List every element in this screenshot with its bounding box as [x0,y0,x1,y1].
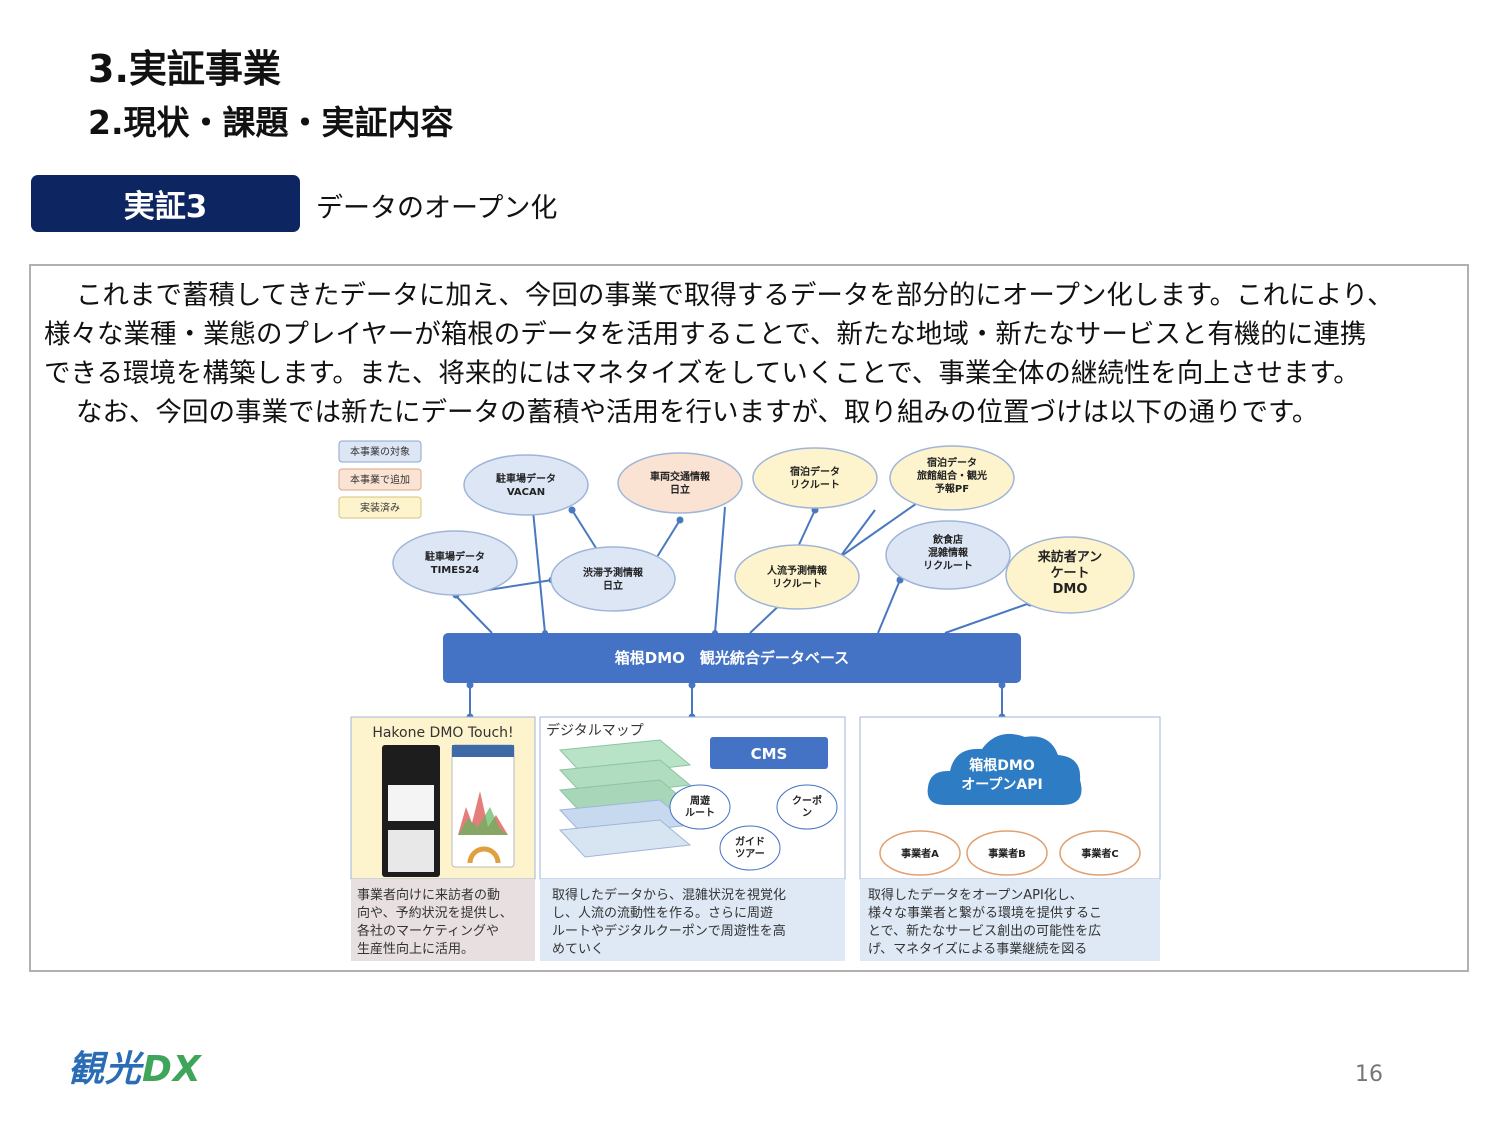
svg-text:リクルート: リクルート [790,479,840,491]
page-subtitle: 2.現状・課題・実証内容 [88,103,454,142]
section-badge: 実証3 [31,175,300,232]
legend-added: 本事業で追加 [350,473,410,486]
operator-c [1059,830,1141,876]
svg-text:周遊: 周遊 [690,794,710,807]
svg-text:ン: ン [802,808,812,819]
svg-text:飲食店: 飲食店 [932,533,963,546]
svg-text:DMO: DMO [1053,582,1088,597]
svg-text:駐車場データ: 駐車場データ [496,472,556,485]
node-lodging-recruit: 宿泊データ リクルート [752,447,878,509]
operator-b [966,830,1048,876]
panel-dmo-touch: Hakone DMO Touch! 事業者向けに来訪者の動 向や、予約状況を提供… [350,716,536,961]
panel-digital-map: デジタルマップ CMS 周遊 ルート クーポ ン ガイド ツアー 取得したデータ… [539,716,846,961]
svg-text:人流予測情報: 人流予測情報 [767,564,828,577]
content-frame [29,264,1469,972]
body-line: 様々な業種・業態のプレイヤーが箱根のデータを活用することで、新たな地域・新たなサ… [44,319,1367,350]
node-survey-dmo: 来訪者アン ケート DMO [1005,536,1135,614]
svg-text:事業者A: 事業者A [901,847,939,860]
touch-title: Hakone DMO Touch! [372,725,513,741]
brand-logo: 観光DX [68,1049,202,1090]
database-label: 箱根DMO 観光統合データベース [615,649,849,667]
svg-text:ルートやデジタルクーポンで周遊性を高: ルートやデジタルクーポンで周遊性を高 [552,923,786,939]
svg-text:リクルート: リクルート [923,560,973,572]
legend-target: 本事業の対象 [350,445,410,458]
svg-text:事業者C: 事業者C [1081,847,1118,860]
svg-text:来訪者アン: 来訪者アン [1037,549,1102,565]
svg-text:様々な事業者と繋がる環境を提供するこ: 様々な事業者と繋がる環境を提供するこ [868,905,1102,921]
integrated-database: 箱根DMO 観光統合データベース [443,633,1021,683]
cms-label: CMS [751,745,788,763]
svg-text:めていく: めていく [552,942,604,957]
map-layers-graphic [558,739,692,858]
body-line: これまで蓄積してきたデータに加え、今回の事業で取得するデータを部分的にオープン化… [76,280,1394,311]
svg-text:旅館組合・観光: 旅館組合・観光 [917,469,987,482]
body-paragraph: これまで蓄積してきたデータに加え、今回の事業で取得するデータを部分的にオープン化… [44,276,1456,432]
map-title: デジタルマップ [546,722,644,739]
body-line: できる環境を構築します。また、将来的にはマネタイズをしていくことで、事業全体の継… [44,358,1360,389]
svg-text:TIMES24: TIMES24 [431,565,479,576]
svg-text:混雑情報: 混雑情報 [928,546,969,559]
legend: 本事業の対象 本事業で追加 実装済み [338,440,422,519]
svg-text:渋滞予測情報: 渋滞予測情報 [583,566,644,579]
svg-text:クーポ: クーポ [792,794,822,807]
svg-text:とで、新たなサービス創出の可能性を広: とで、新たなサービス創出の可能性を広 [868,923,1101,939]
svg-text:リクルート: リクルート [772,578,822,590]
svg-text:予報PF: 予報PF [935,482,969,495]
svg-text:ガイド: ガイド [735,835,765,848]
node-flow-recruit: 人流予測情報 リクルート [734,544,860,610]
svg-text:オープンAPI: オープンAPI [961,777,1042,793]
node-traffic-hitachi: 車両交通情報 日立 [617,452,743,514]
node-lodging-pf: 宿泊データ 旅館組合・観光 予報PF [889,445,1015,511]
svg-text:向や、予約状況を提供し、: 向や、予約状況を提供し、 [357,905,513,921]
svg-text:事業者B: 事業者B [988,847,1026,860]
panel-open-api: 箱根DMO オープンAPI 事業者A 事業者B 事業者C 取得したデータをオープ… [859,716,1161,961]
svg-text:ケート: ケート [1050,566,1089,581]
page-title: 3.実証事業 [88,47,281,91]
svg-text:宿泊データ: 宿泊データ [790,465,840,478]
cloud-icon [927,733,1082,805]
svg-text:事業者向けに来訪者の動: 事業者向けに来訪者の動 [357,887,500,903]
page-number: 16 [1355,1062,1383,1087]
node-parking-vacan: 駐車場データ VACAN [463,454,589,516]
svg-text:車両交通情報: 車両交通情報 [650,470,711,483]
svg-text:し、人流の流動性を作る。さらに周遊: し、人流の流動性を作る。さらに周遊 [552,906,773,921]
svg-text:生産性向上に活用。: 生産性向上に活用。 [357,941,474,957]
svg-text:ツアー: ツアー [735,848,764,860]
svg-text:取得したデータから、混雑状況を視覚化: 取得したデータから、混雑状況を視覚化 [552,887,786,903]
svg-text:VACAN: VACAN [507,487,545,498]
node-restaurant-recruit: 飲食店 混雑情報 リクルート [885,520,1011,590]
data-ecosystem-diagram: 本事業の対象 本事業で追加 実装済み 駐車場データ VACAN 車両交通情報 日… [338,440,1161,961]
svg-text:日立: 日立 [670,483,690,496]
node-congestion-hitachi: 渋滞予測情報 日立 [550,546,676,612]
svg-text:箱根DMO: 箱根DMO [969,757,1035,774]
svg-text:駐車場データ: 駐車場データ [425,550,485,563]
svg-text:日立: 日立 [603,579,623,592]
svg-text:ルート: ルート [685,807,715,819]
legend-implemented: 実装済み [360,501,400,514]
svg-text:取得したデータをオープンAPI化し、: 取得したデータをオープンAPI化し、 [868,887,1083,903]
section-description: データのオープン化 [316,193,558,224]
svg-text:げ、マネタイズによる事業継続を図る: げ、マネタイズによる事業継続を図る [868,941,1087,957]
svg-text:宿泊データ: 宿泊データ [927,456,977,469]
svg-text:各社のマーケティングや: 各社のマーケティングや [357,923,499,939]
body-line: なお、今回の事業では新たにデータの蓄積や活用を行いますが、取り組みの位置づけは以… [76,397,1319,428]
node-parking-times: 駐車場データ TIMES24 [392,530,518,596]
operator-a [879,830,961,876]
